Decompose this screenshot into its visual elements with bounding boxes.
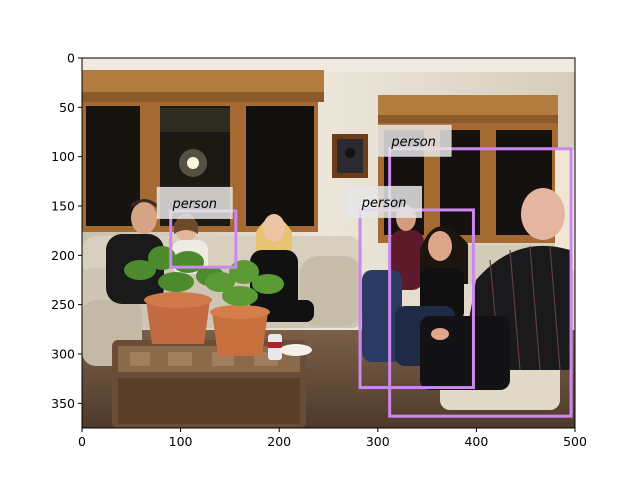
y-tick-label: 350 bbox=[51, 396, 75, 411]
detection-label-bg bbox=[156, 186, 233, 219]
detection-label-bg bbox=[346, 185, 423, 218]
photo bbox=[82, 58, 575, 428]
x-tick-label: 0 bbox=[78, 434, 86, 449]
ceiling bbox=[82, 58, 575, 72]
axes-frame bbox=[81, 57, 576, 429]
detection-label: person bbox=[361, 196, 407, 211]
y-axis: 0 50 100 150 200 250 300 350 bbox=[51, 51, 82, 411]
y-tick-label: 250 bbox=[51, 297, 75, 312]
y-tick-label: 50 bbox=[59, 100, 75, 115]
y-tick-label: 0 bbox=[67, 51, 75, 66]
detection-label-bg bbox=[375, 124, 452, 157]
x-tick-label: 100 bbox=[169, 434, 193, 449]
can-and-plate bbox=[268, 334, 312, 360]
person-old-man-right bbox=[420, 188, 570, 390]
y-tick-label: 150 bbox=[51, 199, 75, 214]
y-tick-label: 100 bbox=[51, 149, 75, 164]
detections-layer: person person person bbox=[156, 124, 573, 418]
person-blonde-woman bbox=[250, 214, 314, 322]
x-tick-label: 500 bbox=[563, 434, 587, 449]
chest bbox=[112, 340, 306, 428]
detection-label: person bbox=[171, 197, 217, 212]
y-tick-label: 200 bbox=[51, 248, 75, 263]
x-tick-label: 200 bbox=[267, 434, 291, 449]
x-tick-label: 300 bbox=[366, 434, 390, 449]
detection-box bbox=[388, 147, 573, 418]
y-tick-label: 300 bbox=[51, 347, 75, 362]
x-axis: 0 100 200 300 400 500 bbox=[78, 428, 587, 449]
plant-right bbox=[205, 260, 284, 356]
framed-picture bbox=[332, 134, 368, 178]
detection-label: person bbox=[390, 135, 436, 150]
x-tick-label: 400 bbox=[464, 434, 488, 449]
